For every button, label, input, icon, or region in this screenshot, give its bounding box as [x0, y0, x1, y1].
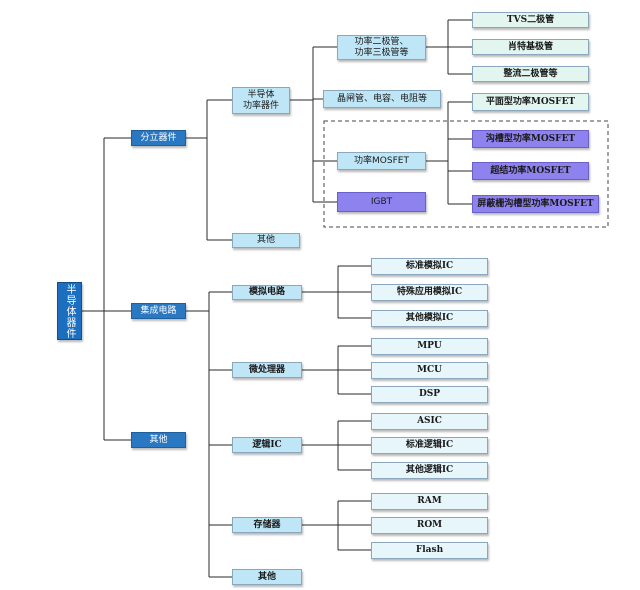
- igbt-node: IGBT: [337, 192, 426, 212]
- ic-other-node: 其他: [232, 569, 302, 585]
- analog-leaf: 特殊应用模拟IC: [371, 284, 488, 301]
- memory-leaf: ROM: [371, 517, 488, 534]
- discrete-devices-node: 分立器件: [131, 130, 186, 146]
- discrete-other-node: 其他: [232, 233, 300, 248]
- logic-ic-node: 逻辑IC: [232, 437, 302, 453]
- tvs-diode-node: TVS二极管: [472, 12, 589, 28]
- power-devices-node: 半导体 功率器件: [232, 87, 290, 114]
- memory-leaf: Flash: [371, 542, 488, 559]
- micro-leaf: MCU: [371, 362, 488, 379]
- thyristor-capacitor-resistor-node: 晶闸管、电容、电阻等: [323, 90, 441, 108]
- memory-leaf: RAM: [371, 493, 488, 510]
- analog-leaf: 标准模拟IC: [371, 258, 488, 275]
- micro-leaf: DSP: [371, 386, 488, 403]
- micro-leaf: MPU: [371, 338, 488, 355]
- analog-leaf: 其他模拟IC: [371, 310, 488, 327]
- memory-node: 存储器: [232, 517, 302, 533]
- superjunction-mosfet-node: 超结功率MOSFET: [472, 162, 589, 180]
- integrated-circuits-node: 集成电路: [131, 303, 186, 319]
- planar-mosfet-node: 平面型功率MOSFET: [472, 93, 589, 111]
- microprocessor-node: 微处理器: [232, 362, 302, 378]
- logic-leaf: 其他逻辑IC: [371, 462, 488, 479]
- rectifier-diode-node: 整流二极管等: [472, 66, 589, 82]
- power-mosfet-node: 功率MOSFET: [337, 152, 426, 170]
- shielded-gate-mosfet-node: 屏蔽栅沟槽型功率MOSFET: [472, 195, 599, 213]
- logic-leaf: 标准逻辑IC: [371, 437, 488, 454]
- analog-circuit-node: 模拟电路: [232, 285, 302, 300]
- diode-transistor-node: 功率二极管、 功率三极管等: [337, 35, 426, 60]
- schottky-diode-node: 肖特基极管: [472, 39, 589, 55]
- root-semiconductor-devices: 半导体器件: [57, 282, 82, 340]
- trench-mosfet-node: 沟槽型功率MOSFET: [472, 130, 589, 148]
- logic-leaf: ASIC: [371, 413, 488, 430]
- mosfet-igbt-dashed-group: [323, 120, 609, 228]
- other-top-node: 其他: [131, 432, 186, 448]
